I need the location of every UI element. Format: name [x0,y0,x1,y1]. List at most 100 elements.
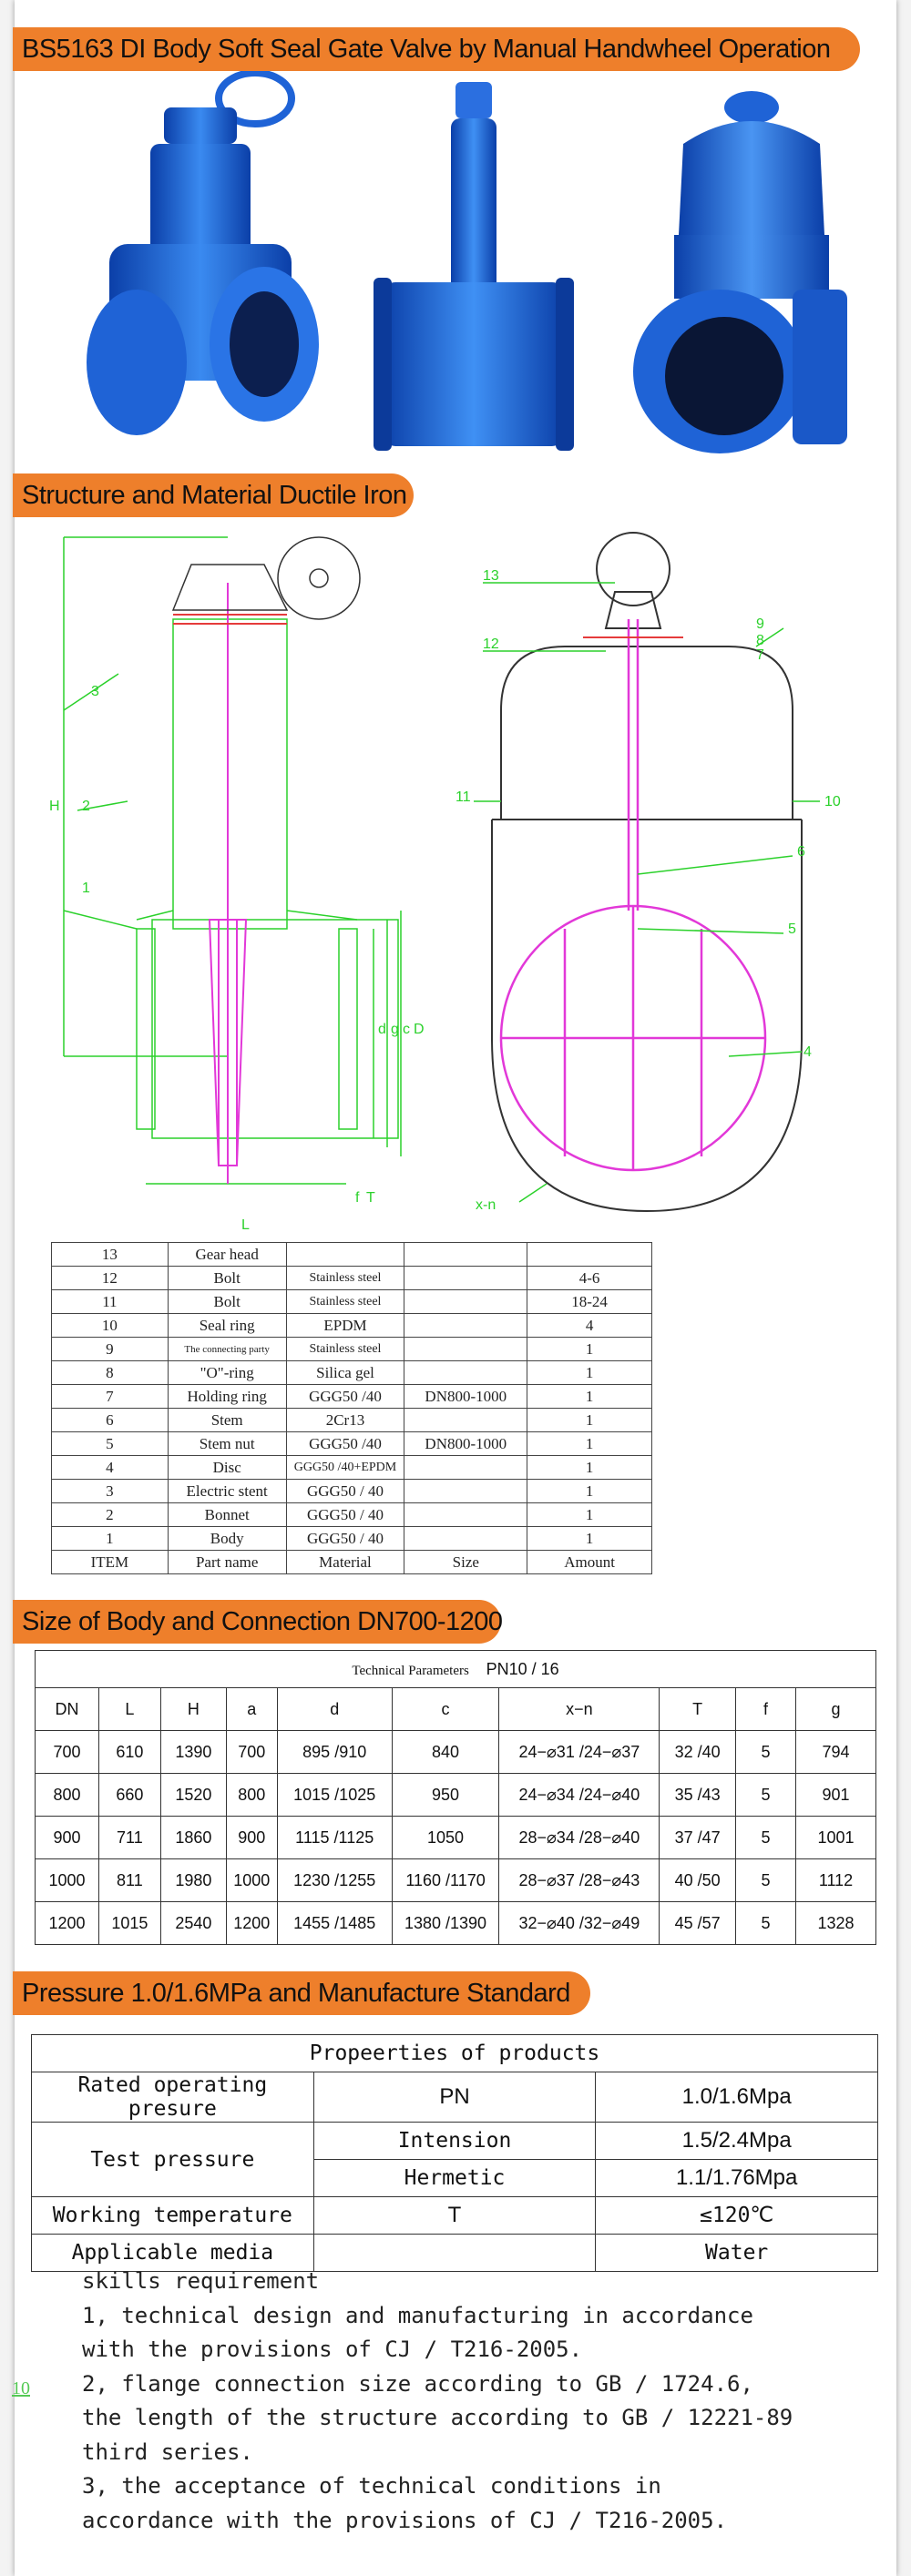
parts-cell: GGG50 / 40 [285,1502,405,1527]
parts-cell: 10 [51,1313,169,1338]
parts-cell: 1 [527,1455,652,1480]
section-banner-product: BS5163 DI Body Soft Seal Gate Valve by M… [13,27,860,71]
parts-cell: 4 [527,1313,652,1338]
tech-cell: 800 [225,1773,278,1817]
tech-cell: 1230 /1255 [276,1858,393,1902]
parts-cell: 11 [51,1289,169,1314]
rated-value: 1.0/1.6Mpa [595,2072,878,2123]
tech-cell: 28−⌀34 /28−⌀40 [498,1816,660,1859]
tech-cell: 5 [735,1773,796,1817]
tech-cell: 700 [225,1730,278,1774]
label-1: 1 [82,881,90,896]
tech-header-cell: c [391,1687,500,1731]
parts-cell [404,1526,528,1551]
parts-cell: 1 [527,1360,652,1385]
notes-heading: skills requirement [82,2268,320,2294]
parts-cell: 18-24 [527,1289,652,1314]
label-f: f [355,1190,360,1206]
parts-cell: Amount [527,1550,652,1574]
section-drawing-left: 3 2 1 H L D d g c f T [49,536,425,1233]
label-c: c [403,1022,410,1037]
tech-header-cell: x−n [498,1687,660,1731]
parts-cell: DN800-1000 [404,1384,528,1409]
parts-cell: 1 [527,1502,652,1527]
parts-cell: 1 [527,1431,652,1456]
tech-header-cell: DN [35,1687,99,1731]
tech-cell: 1115 /1125 [276,1816,393,1859]
label-L: L [241,1217,250,1233]
parts-cell [404,1313,528,1338]
tech-cell: 24−⌀34 /24−⌀40 [498,1773,660,1817]
parts-cell: Part name [167,1550,287,1574]
tech-caption-pn: PN10 / 16 [486,1659,559,1678]
parts-cell: Stainless steel [285,1289,405,1314]
tech-cell: 1000 [225,1858,278,1902]
tech-cell: 32 /40 [659,1730,737,1774]
parts-cell [404,1408,528,1432]
parts-cell: Size [404,1550,528,1574]
tech-header-cell: d [276,1687,393,1731]
tech-cell: 1980 [159,1858,227,1902]
label-12: 12 [483,636,499,652]
parts-cell: Stem nut [167,1431,287,1456]
tech-cell: 1200 [35,1901,99,1945]
parts-cell: GGG50 / 40 [285,1479,405,1503]
tech-cell: 37 /47 [659,1816,737,1859]
label-T: T [366,1190,375,1206]
parts-cell: GGG50 /40 [285,1384,405,1409]
tech-header-cell: a [225,1687,278,1731]
parts-cell: 1 [527,1408,652,1432]
parts-cell: Gear head [167,1242,287,1267]
tech-header-cell: L [97,1687,161,1731]
tech-cell: 1520 [159,1773,227,1817]
tech-cell: 1112 [795,1858,876,1902]
parts-cell: 1 [527,1384,652,1409]
parts-cell [404,1242,528,1267]
tech-cell: 24−⌀31 /24−⌀37 [498,1730,660,1774]
parts-cell [527,1242,652,1267]
parts-cell [404,1479,528,1503]
parts-cell [404,1337,528,1361]
parts-cell [404,1502,528,1527]
valve-photo-front [87,71,319,435]
tech-cell: 1001 [795,1816,876,1859]
tech-cell: 950 [391,1773,500,1817]
parts-cell: 8 [51,1360,169,1385]
props-title: Propeerties of products [31,2034,878,2072]
tech-cell: 1050 [391,1816,500,1859]
temp-label: Working temperature [31,2196,314,2235]
tech-header-cell: T [659,1687,737,1731]
tech-cell: 895 /910 [276,1730,393,1774]
intension-value: 1.5/2.4Mpa [595,2122,878,2160]
rated-symbol: PN [312,2072,597,2123]
parts-cell: 12 [51,1266,169,1290]
tech-cell: 1455 /1485 [276,1901,393,1945]
parts-cell: ITEM [51,1550,169,1574]
tech-cell: 901 [795,1773,876,1817]
tech-cell: 5 [735,1901,796,1945]
parts-cell: Bolt [167,1266,287,1290]
parts-cell: Bolt [167,1289,287,1314]
parts-cell: 5 [51,1431,169,1456]
page-number: 10 [12,2378,30,2398]
section-banner-pressure: Pressure 1.0/1.6MPa and Manufacture Stan… [13,1971,590,2015]
tech-header-cell: H [159,1687,227,1731]
tech-cell: 800 [35,1773,99,1817]
parts-cell: 7 [51,1384,169,1409]
parts-cell: The connecting party [167,1337,287,1361]
hermetic-value: 1.1/1.76Mpa [595,2159,878,2197]
parts-cell [404,1360,528,1385]
section-banner-size: Size of Body and Connection DN700-1200 [13,1600,503,1644]
label-13: 13 [483,568,499,584]
tech-cell: 1015 /1025 [276,1773,393,1817]
tech-cell: 40 /50 [659,1858,737,1902]
parts-cell: "O"-ring [167,1360,287,1385]
tech-cell: 794 [795,1730,876,1774]
